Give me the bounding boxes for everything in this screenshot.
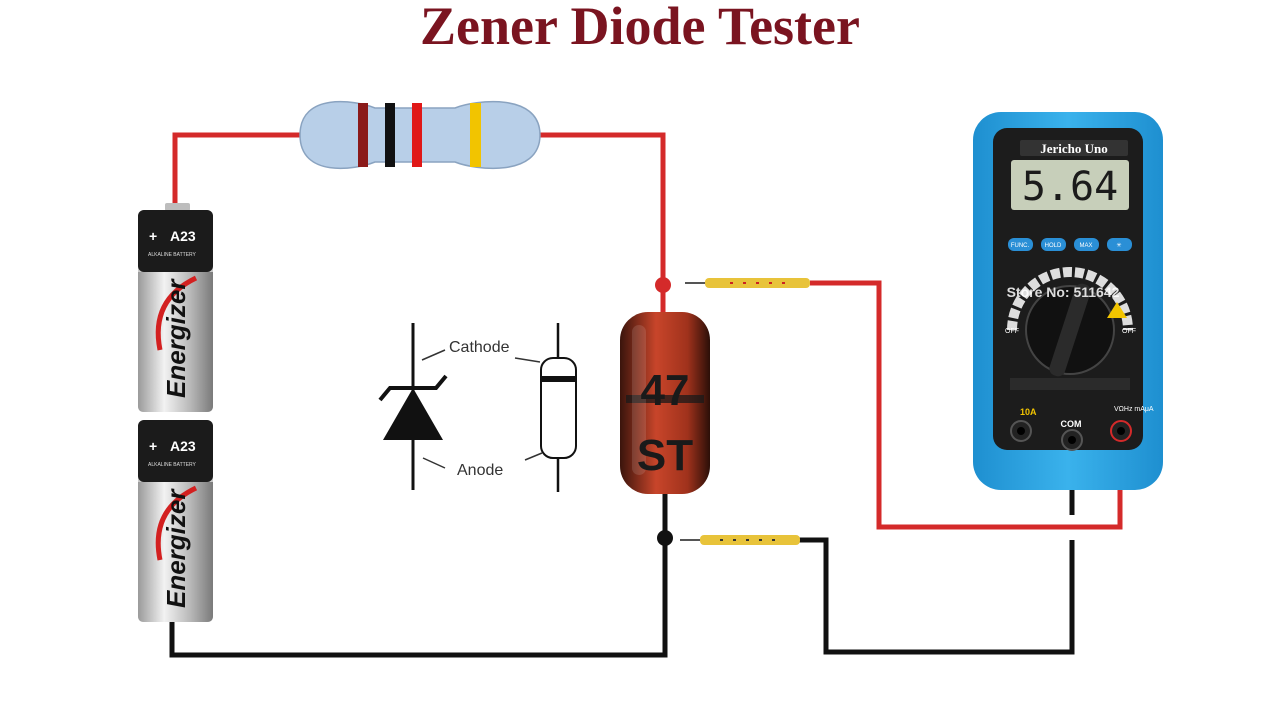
- terminal-10a-label: 10A: [1020, 407, 1037, 417]
- cathode-label: Cathode: [449, 339, 510, 356]
- hold-button[interactable]: [1041, 238, 1066, 251]
- dial-scale: [1007, 267, 1133, 331]
- battery-bottom: + A23 ALKALINE BATTERY Energizer: [138, 420, 213, 622]
- page-title: Zener Diode Tester: [420, 0, 860, 56]
- meter-reading: 5.64: [1022, 164, 1118, 210]
- red-probe: [685, 278, 810, 288]
- battery-top-model: A23: [170, 228, 196, 244]
- backlight-icon: ✳: [1116, 242, 1121, 249]
- backlight-button[interactable]: [1107, 238, 1132, 251]
- battery-bottom-type: ALKALINE BATTERY: [148, 462, 197, 468]
- warning-triangle-icon: [1107, 302, 1127, 318]
- battery-top-polarity: +: [149, 228, 157, 244]
- diode-outline: [514, 323, 577, 492]
- zener-bar: [378, 374, 448, 402]
- battery-top: + A23 ALKALINE BATTERY Energizer: [138, 203, 213, 412]
- junction-red: [655, 277, 671, 293]
- diode-marking-1: 47: [641, 366, 690, 415]
- resistor-band-red: [412, 103, 422, 167]
- wire-battery-to-resistor: [172, 132, 300, 205]
- meter-brand: Jericho Uno: [1040, 141, 1108, 156]
- terminal-vohm-label: VΩHz mAμA: [1114, 406, 1154, 413]
- junction-black: [657, 530, 673, 546]
- battery-top-type: ALKALINE BATTERY: [148, 252, 197, 258]
- store-watermark: Store No: 511642: [1007, 284, 1120, 300]
- max-button-label: MAX: [1079, 243, 1092, 249]
- anode-label: Anode: [457, 462, 503, 479]
- diode-marking-2: ST: [637, 431, 693, 480]
- hold-button-label: HOLD: [1045, 243, 1062, 249]
- resistor: [299, 100, 541, 170]
- func-button[interactable]: [1008, 238, 1033, 251]
- zener-triangle: [383, 388, 443, 440]
- battery-top-brand: Energizer: [161, 278, 191, 398]
- zener-diode-component: 47 ST: [620, 312, 710, 494]
- zener-symbol: Cathode Anode: [378, 323, 510, 490]
- resistor-band-black: [385, 103, 395, 167]
- wire-black-probe: [795, 537, 1075, 655]
- battery-bottom-polarity: +: [149, 438, 157, 454]
- dial-off-right: OFF: [1122, 328, 1136, 335]
- black-probe: [680, 535, 800, 545]
- diode-cathode-band: [541, 376, 576, 382]
- diode-band: [626, 395, 704, 403]
- wire-resistor-to-diode: [540, 132, 666, 320]
- battery-bottom-model: A23: [170, 438, 196, 454]
- dial-off-left: OFF: [1005, 328, 1019, 335]
- wire-red-probe: [810, 280, 1123, 530]
- meter-lcd: [1011, 160, 1129, 210]
- func-button-label: FUNC.: [1011, 243, 1030, 249]
- wire-battery-to-diode-ground: [169, 490, 668, 658]
- resistor-band-brown: [358, 103, 368, 167]
- dial-knob: [1049, 283, 1091, 377]
- terminal-com-label: COM: [1061, 419, 1082, 429]
- battery-bottom-brand: Energizer: [161, 488, 191, 608]
- max-button[interactable]: [1074, 238, 1099, 251]
- multimeter: Jericho Uno 5.64 FUNC. HOLD MAX ✳ OFF OF…: [973, 112, 1163, 490]
- resistor-band-gold: [470, 103, 481, 167]
